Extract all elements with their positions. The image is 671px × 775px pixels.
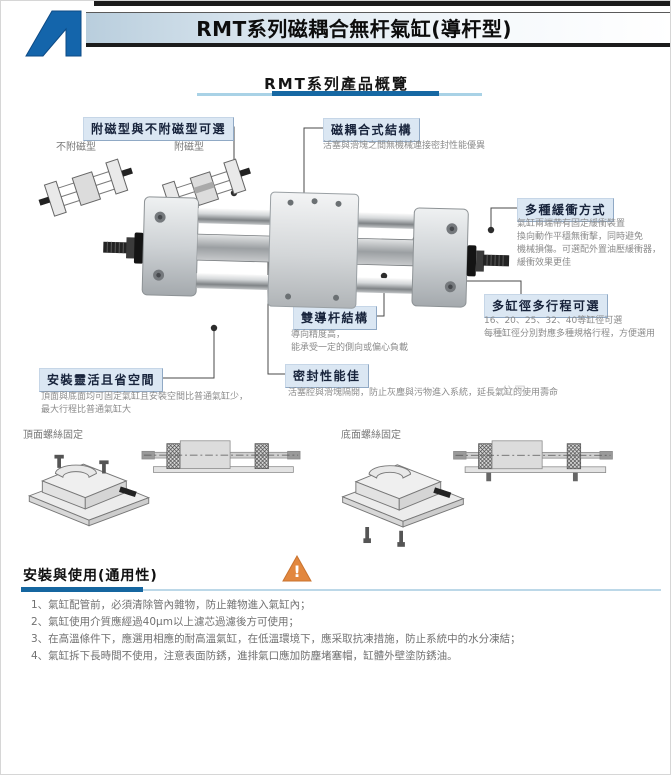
overview-underline-dark bbox=[272, 91, 439, 96]
header-title-underline bbox=[86, 43, 670, 47]
callout-cushion-types: 多種緩衝方式 bbox=[517, 198, 615, 222]
desc-line: 換向動作平穩無衝擊，同時避免 bbox=[517, 232, 644, 242]
callout-magnet-option: 附磁型與不附磁型可選 bbox=[83, 117, 235, 141]
desc-line: 能承受一定的側向或偏心負載 bbox=[291, 343, 409, 353]
callout-bore-stroke: 多缸徑多行程可選 bbox=[484, 294, 609, 318]
desc-line: 16、20、25、32、40等缸徑可選 bbox=[484, 316, 623, 326]
callout-magnetic-coupling: 磁耦合式結構 bbox=[323, 118, 421, 142]
install-note-item: 4、氣缸拆下長時間不使用，注意表面防銹，進排氣口應加防塵堵塞帽，缸體外壁塗防銹油… bbox=[31, 650, 458, 662]
desc-flexible-mounting: 頂面與底面均可固定氣缸且安裝空間比普通氣缸少， 最大行程比普通氣缸大 bbox=[41, 391, 248, 417]
desc-sealing: 活塞腔與滑塊隔開，防止灰塵與污物進入系統，延長氣缸的使用壽命 bbox=[288, 388, 559, 398]
main-cylinder-image bbox=[103, 191, 510, 309]
watermark-text: 公司 bbox=[501, 384, 528, 398]
desc-line: 最大行程比普通氣缸大 bbox=[41, 405, 132, 415]
desc-bore-stroke: 16、20、25、32、40等缸徑可選 每種缸徑分別對應多種規格行程，方便選用 bbox=[484, 315, 655, 341]
mount-bottom-side-view bbox=[453, 440, 613, 482]
callout-sealing: 密封性能佳 bbox=[285, 364, 369, 388]
callout-double-guide-rod: 雙導杆結構 bbox=[293, 306, 377, 330]
mount-top-side-view bbox=[141, 440, 301, 473]
mount-bottom-isometric bbox=[341, 464, 465, 547]
install-section: ! 安裝與使用(通用性) 1、氣缸配管前，必須清除管內雜物，防止雜物進入氣缸內；… bbox=[1, 553, 670, 683]
install-note-item: 2、氣缸使用介質應經過40μm以上濾芯過濾後方可使用； bbox=[31, 616, 299, 628]
install-underline-light bbox=[21, 589, 661, 591]
brand-logo-icon bbox=[25, 10, 82, 57]
desc-magnetic-coupling: 活塞與滑塊之間無機械連接密封性能優異 bbox=[323, 141, 486, 151]
label-without-magnet: 不附磁型 bbox=[56, 142, 96, 153]
header-title-bar bbox=[86, 12, 670, 44]
desc-line: 氣缸兩端帶有固定緩衝裝置 bbox=[517, 219, 626, 229]
header-top-strip bbox=[94, 1, 670, 6]
install-underline-dark bbox=[21, 587, 143, 592]
desc-line: 緩衝效果更佳 bbox=[517, 258, 572, 268]
desc-line: 每種缸徑分別對應多種規格行程，方便選用 bbox=[484, 329, 656, 339]
mount-bottom-label: 底面螺絲固定 bbox=[341, 430, 401, 441]
install-note-item: 3、在高溫條件下，應選用相應的耐高溫氣缸，在低溫環境下，應采取抗凍措施，防止系統… bbox=[31, 633, 521, 645]
install-note-item: 1、氣缸配管前，必須清除管內雜物，防止雜物進入氣缸內； bbox=[31, 599, 311, 611]
svg-text:!: ! bbox=[293, 562, 300, 581]
page-title: RMT系列磁耦合無杆氣缸(導杆型) bbox=[196, 17, 512, 41]
desc-double-guide-rod: 導向精度高， 能承受一定的側向或偏心負載 bbox=[291, 329, 408, 355]
warning-triangle-icon: ! bbox=[282, 555, 312, 582]
desc-line: 機械損傷。可選配外置油壓緩衝器， bbox=[517, 245, 662, 255]
overview-heading: RMT系列產品概覽 bbox=[264, 75, 409, 93]
install-heading: 安裝與使用(通用性) bbox=[23, 568, 158, 584]
desc-line: 導向精度高， bbox=[291, 330, 346, 340]
callout-flexible-mounting: 安裝靈活且省空間 bbox=[39, 368, 164, 392]
mount-top-isometric bbox=[27, 454, 151, 527]
product-overview-diagram: 附磁型與不附磁型可選 磁耦合式結構 多種緩衝方式 多缸徑多行程可選 雙導杆結構 … bbox=[1, 106, 670, 556]
desc-line: 頂面與底面均可固定氣缸且安裝空間比普通氣缸少， bbox=[41, 392, 249, 402]
mini-cylinder-without-magnet bbox=[38, 158, 133, 217]
label-with-magnet: 附磁型 bbox=[174, 142, 204, 153]
install-notes-list: 1、氣缸配管前，必須清除管內雜物，防止雜物進入氣缸內； 2、氣缸使用介質應經過4… bbox=[31, 599, 521, 667]
desc-cushion-types: 氣缸兩端帶有固定緩衝裝置 換向動作平穩無衝擊，同時避免 機械損傷。可選配外置油壓… bbox=[517, 218, 661, 270]
mount-top-label: 頂面螺絲固定 bbox=[23, 430, 83, 441]
